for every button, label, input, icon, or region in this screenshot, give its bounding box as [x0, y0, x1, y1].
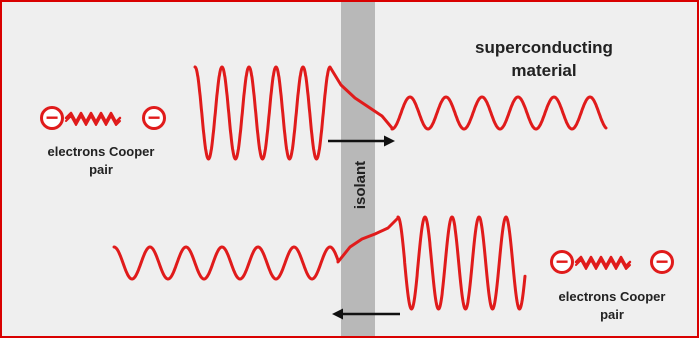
barrier-label: isolant: [352, 161, 369, 209]
cooper-pair-top: − − electrons Cooper pair: [40, 105, 166, 177]
arrow-head: [384, 135, 395, 147]
electron-icon: −: [650, 249, 674, 274]
pair-label-line1: electrons Cooper: [559, 289, 666, 304]
electron-symbol: −: [46, 105, 59, 130]
electron-icon: −: [142, 105, 166, 130]
material-label-line2: material: [511, 61, 576, 80]
electron-icon: −: [550, 249, 574, 274]
electron-symbol: −: [148, 105, 161, 130]
material-label-line1: superconducting: [475, 38, 613, 57]
pair-bond-wave: [64, 111, 122, 124]
arrow-head: [332, 308, 343, 320]
pair-bond-wave: [574, 255, 632, 268]
electron-symbol: −: [656, 249, 669, 274]
cooper-pair-bottom: − − electrons Cooper pair: [550, 249, 674, 322]
pair-label-line2: pair: [89, 162, 113, 177]
wave-top: [193, 65, 608, 161]
insulator-barrier: [341, 2, 375, 336]
electron-symbol: −: [556, 249, 569, 274]
pair-label-line2: pair: [600, 307, 624, 322]
arrow-left: [332, 308, 400, 320]
electron-icon: −: [40, 105, 64, 130]
pair-bond-wave: [575, 259, 631, 270]
wave-bottom: [112, 215, 527, 311]
pair-bond-wave: [65, 115, 121, 126]
arrow-right: [328, 135, 395, 147]
pair-label-line1: electrons Cooper: [48, 144, 155, 159]
